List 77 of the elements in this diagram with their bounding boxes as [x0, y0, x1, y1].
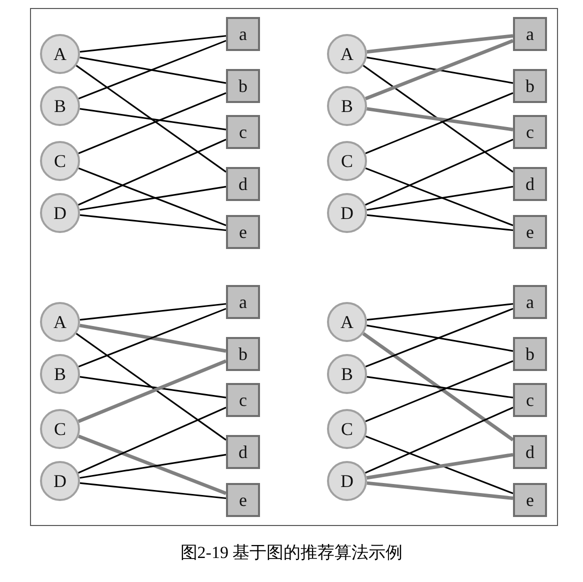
- circle-node: C: [40, 409, 80, 449]
- connector-line: [366, 107, 514, 132]
- connector-line: [78, 406, 226, 474]
- square-node: a: [513, 17, 547, 51]
- connector-line: [80, 482, 226, 500]
- square-node: e: [226, 483, 260, 517]
- circle-node: A: [40, 34, 80, 74]
- square-node: b: [513, 69, 547, 103]
- square-node: a: [226, 285, 260, 319]
- connector-line: [365, 167, 514, 226]
- connector-line: [366, 452, 514, 480]
- square-node: c: [513, 383, 547, 417]
- circle-node: B: [40, 86, 80, 126]
- square-node: d: [226, 435, 260, 469]
- square-node: b: [226, 69, 260, 103]
- connector-line: [366, 186, 514, 211]
- connector-line: [364, 39, 514, 100]
- connector-line: [78, 308, 226, 368]
- circle-node: B: [40, 354, 80, 394]
- connector-line: [80, 214, 226, 232]
- connector-line: [78, 167, 226, 226]
- circle-node: D: [327, 193, 367, 233]
- square-node: d: [226, 167, 260, 201]
- circle-node: B: [327, 354, 367, 394]
- square-node: b: [513, 337, 547, 371]
- square-node: c: [226, 115, 260, 149]
- square-node: e: [513, 215, 547, 249]
- connector-line: [78, 40, 226, 100]
- connector-line: [366, 303, 514, 321]
- connector-line: [80, 454, 226, 479]
- square-node: a: [226, 17, 260, 51]
- circle-node: C: [327, 409, 367, 449]
- connector-line: [362, 64, 514, 173]
- caption: 图2-19 基于图的推荐算法示例: [180, 542, 403, 564]
- circle-node: C: [40, 141, 80, 181]
- connector-line: [80, 186, 226, 211]
- connector-line: [80, 56, 226, 84]
- connector-line: [80, 376, 226, 398]
- square-node: d: [513, 167, 547, 201]
- connector-line: [80, 108, 226, 130]
- circle-node: B: [327, 86, 367, 126]
- connector-line: [366, 34, 514, 54]
- connector-line: [365, 92, 514, 154]
- connector-line: [362, 332, 514, 442]
- circle-node: A: [327, 302, 367, 342]
- circle-node: D: [40, 193, 80, 233]
- connector-line: [366, 481, 514, 500]
- connector-line: [365, 360, 514, 422]
- square-node: e: [513, 483, 547, 517]
- connector-line: [364, 406, 514, 474]
- connector-line: [366, 214, 514, 232]
- connector-line: [78, 138, 226, 206]
- square-node: c: [226, 383, 260, 417]
- square-node: c: [513, 115, 547, 149]
- circle-node: A: [40, 302, 80, 342]
- square-node: e: [226, 215, 260, 249]
- square-node: b: [226, 337, 260, 371]
- circle-node: A: [327, 34, 367, 74]
- connector-line: [76, 332, 226, 441]
- circle-node: C: [327, 141, 367, 181]
- connector-line: [80, 303, 226, 321]
- square-node: a: [513, 285, 547, 319]
- connector-line: [366, 56, 514, 84]
- connector-line: [78, 92, 226, 154]
- connector-line: [78, 359, 227, 424]
- connector-line: [80, 35, 226, 53]
- connector-line: [366, 324, 514, 352]
- connector-line: [365, 308, 514, 368]
- connector-line: [364, 138, 514, 206]
- connector-line: [79, 324, 226, 353]
- square-node: d: [513, 435, 547, 469]
- circle-node: D: [327, 461, 367, 501]
- connector-line: [78, 434, 227, 496]
- circle-node: D: [40, 461, 80, 501]
- connector-line: [76, 64, 226, 173]
- connector-line: [365, 435, 514, 494]
- connector-line: [366, 376, 514, 398]
